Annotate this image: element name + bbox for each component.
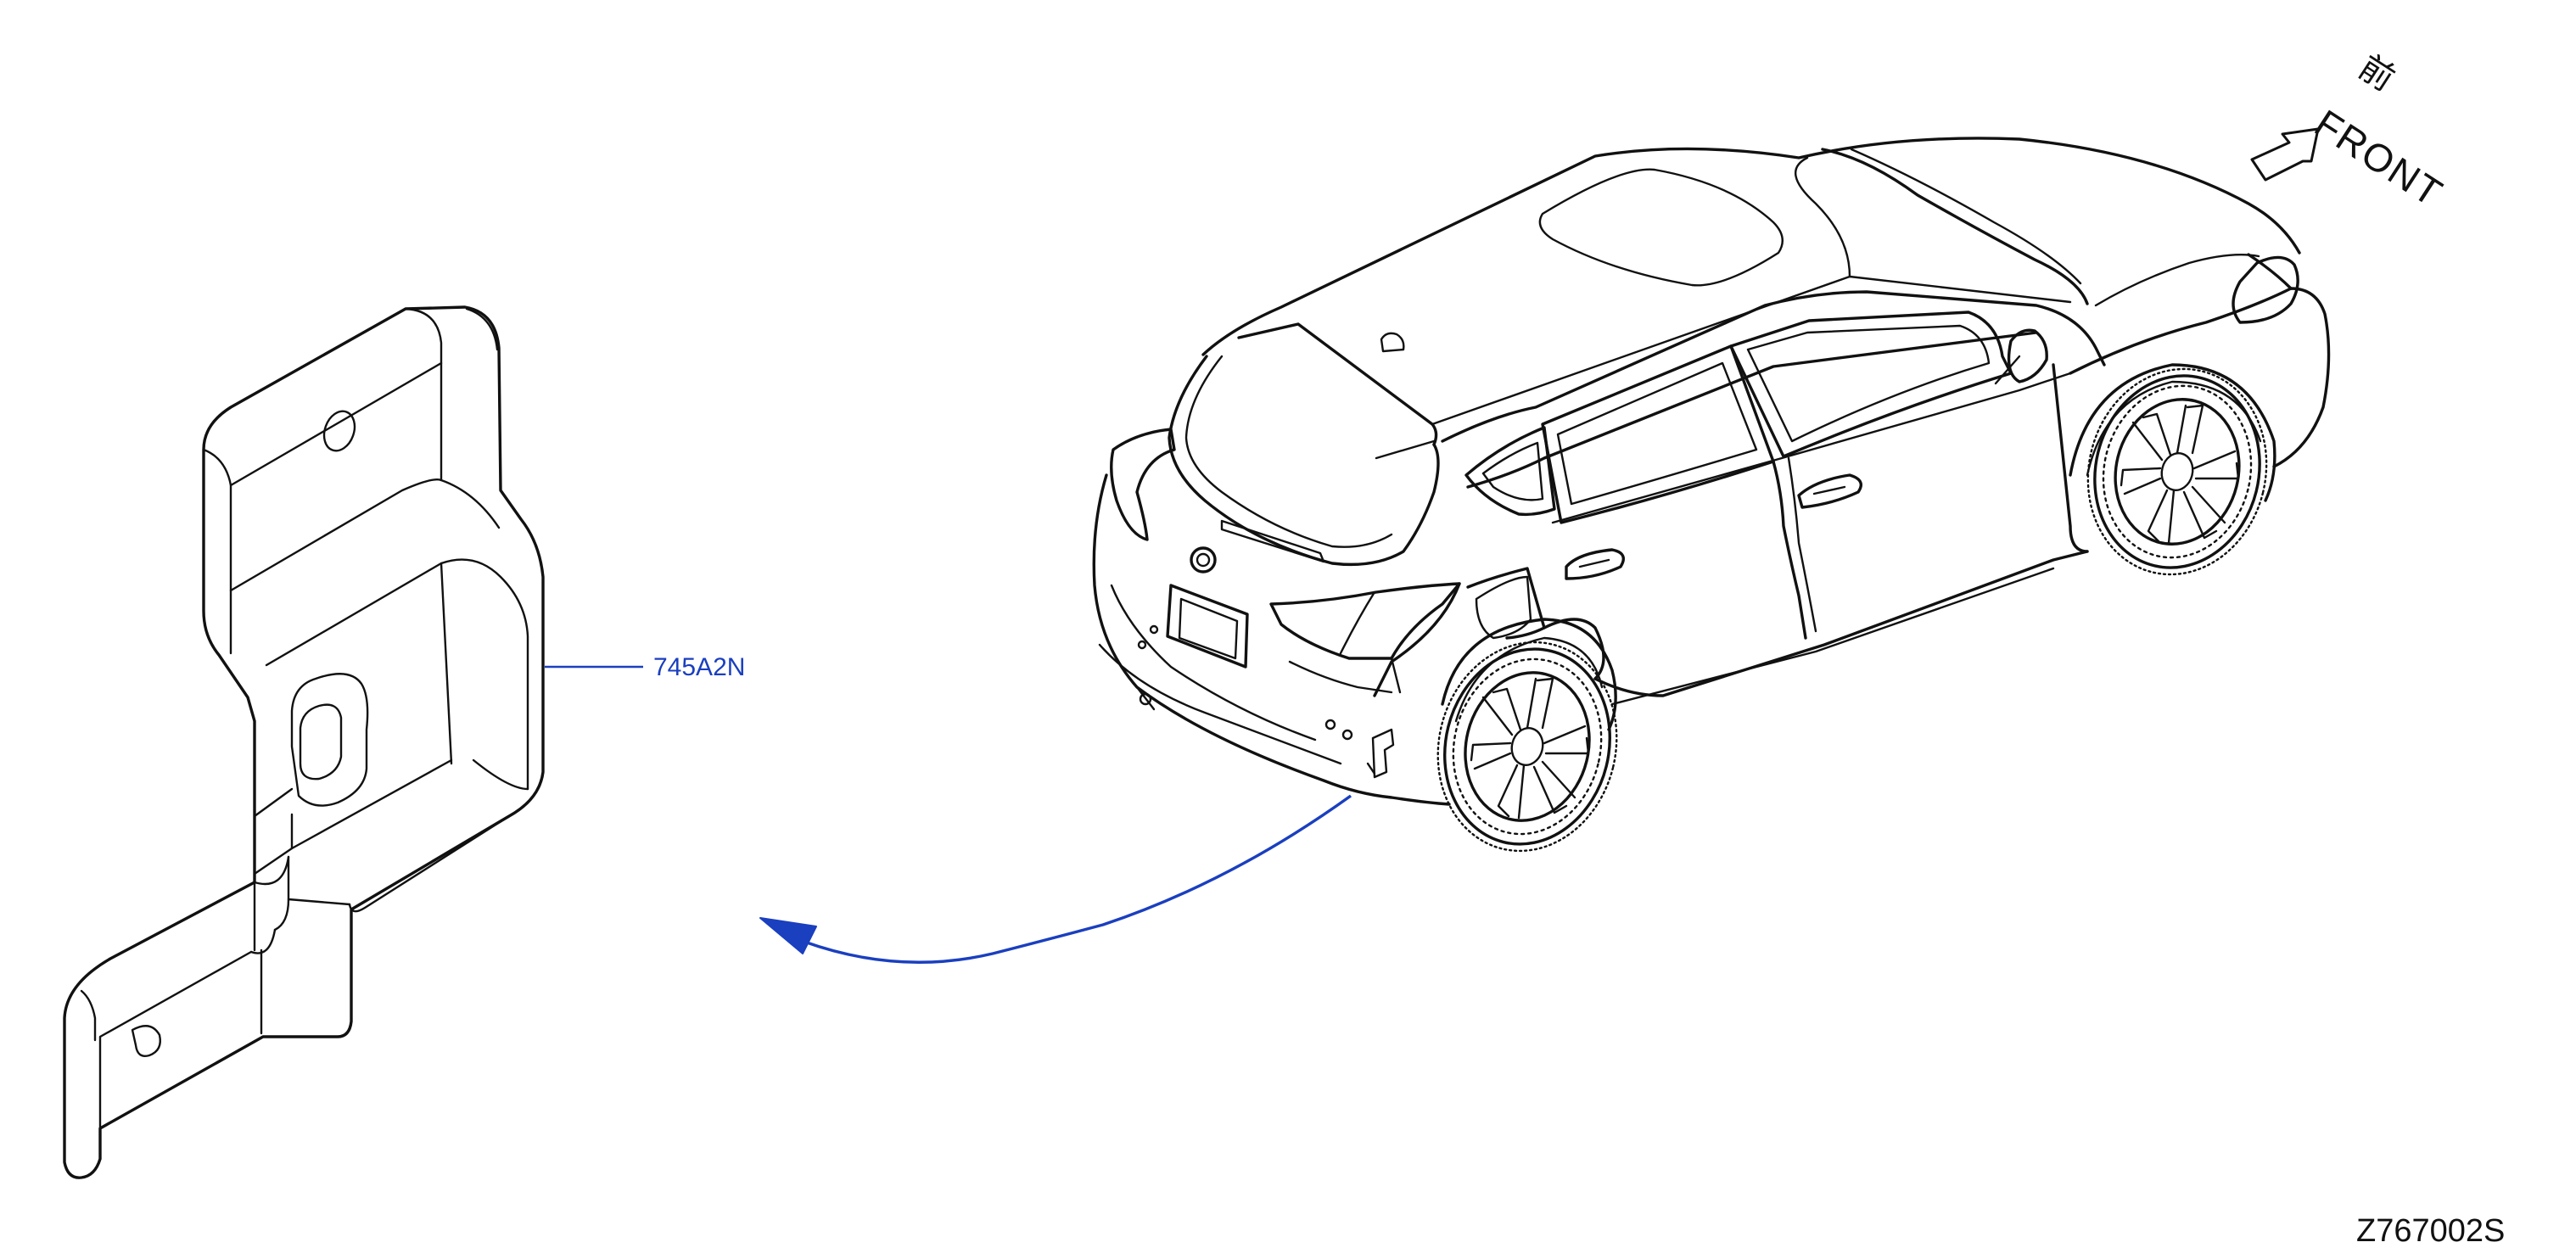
front-arrow-icon (2250, 127, 2320, 182)
front-wheel (2093, 374, 2261, 569)
part-number-callout[interactable]: 745A2N (653, 653, 746, 681)
bracket-part-drawing (63, 305, 545, 1179)
location-arrow (759, 794, 1352, 964)
drawing-number: Z767002S (2356, 1213, 2506, 1249)
vehicle-drawing (1092, 137, 2331, 853)
rear-wheel (1443, 647, 1611, 846)
